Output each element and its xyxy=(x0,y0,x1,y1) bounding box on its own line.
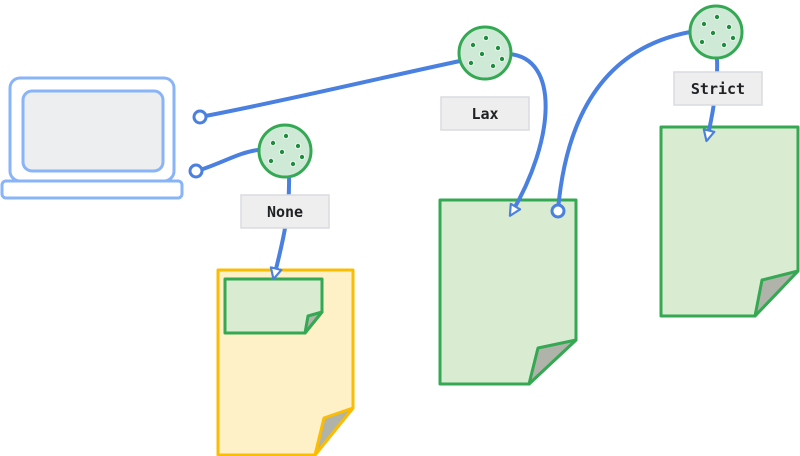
wire-none-cookie-to-frame xyxy=(269,173,292,281)
strict-page xyxy=(659,125,800,318)
wire-lax-cookie-to-page xyxy=(507,52,548,217)
endpoint-lax-page xyxy=(550,203,566,219)
label-lax: Lax xyxy=(440,96,530,131)
page-fold xyxy=(313,406,355,456)
wire-page-to-strict-cookie xyxy=(556,30,692,212)
page-fold xyxy=(527,338,578,386)
cookie-icon xyxy=(457,25,513,81)
lax-page xyxy=(438,198,578,386)
cookie-none xyxy=(257,123,313,179)
laptop-display xyxy=(21,89,165,173)
endpoint-laptop-lower xyxy=(188,163,204,179)
wire-laptop-to-lax-cookie xyxy=(198,59,462,119)
label-none-text: None xyxy=(267,203,303,221)
label-strict: Strict xyxy=(673,71,763,106)
laptop-icon xyxy=(0,76,184,200)
cookie-dots xyxy=(467,35,505,70)
page-fold xyxy=(303,310,324,335)
cookie-dots xyxy=(699,13,737,49)
cookie-icon xyxy=(257,123,313,179)
label-none: None xyxy=(240,194,330,229)
wire-laptop-to-none-cookie xyxy=(198,148,260,172)
cookie-strict xyxy=(688,4,744,60)
request-wires xyxy=(198,30,720,281)
cookie-icon xyxy=(688,4,744,60)
endpoint-laptop-upper xyxy=(192,109,208,125)
label-lax-text: Lax xyxy=(471,105,498,123)
embedded-frame xyxy=(223,277,324,335)
laptop-base xyxy=(0,179,184,200)
cookie-lax xyxy=(457,25,513,81)
wire-endpoints xyxy=(188,109,566,219)
cookie-dots xyxy=(267,132,305,167)
page-fold xyxy=(753,269,800,318)
label-strict-text: Strict xyxy=(691,80,745,98)
